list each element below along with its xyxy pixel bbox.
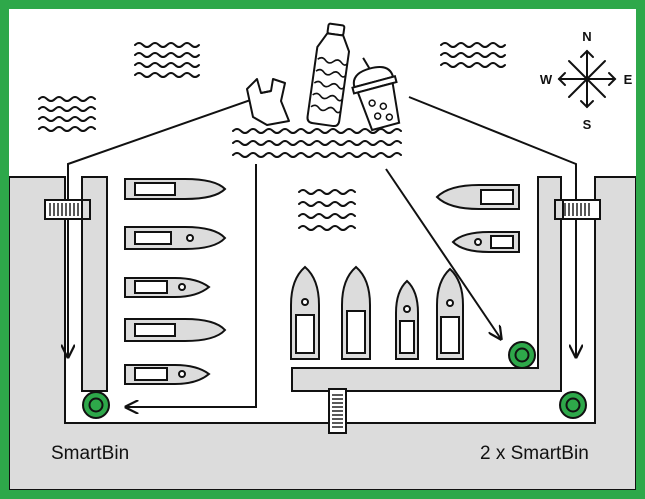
compass-south: S — [583, 117, 592, 132]
compass-west: W — [540, 72, 553, 87]
smartbin-icon — [82, 391, 110, 419]
boat-icon — [124, 226, 227, 250]
boat-icon — [290, 265, 320, 360]
compass-east: E — [624, 72, 633, 87]
grate-icon — [44, 199, 91, 220]
compass-icon — [557, 49, 617, 109]
smartbin-label-left: SmartBin — [51, 443, 130, 464]
flow-middle — [126, 164, 257, 407]
smartbin-label-right: 2 x SmartBin — [480, 443, 589, 464]
cup-icon — [351, 57, 401, 132]
smartbin-icon — [559, 391, 587, 419]
boat-icon — [341, 265, 371, 360]
boat-icon — [124, 277, 211, 298]
boat-icon — [451, 231, 520, 253]
land-area — [9, 176, 636, 490]
wave-icon — [38, 96, 96, 132]
wave-icon — [232, 128, 402, 158]
wave-icon — [134, 42, 200, 78]
flow-diagonal — [385, 168, 501, 339]
grate-icon — [328, 388, 347, 434]
flow-right — [408, 96, 576, 357]
plastic-bag-icon — [246, 78, 290, 126]
boat-icon — [436, 267, 464, 360]
right-jetty — [291, 176, 562, 392]
smartbin-icon — [508, 341, 536, 369]
plastic-bottle-icon — [306, 22, 351, 128]
wave-icon — [440, 42, 506, 68]
boat-icon — [124, 318, 227, 342]
harbor-diagram: N S W E — [9, 22, 636, 490]
compass-north: N — [582, 29, 591, 44]
flow-lines — [68, 96, 576, 407]
boat-icon — [435, 184, 520, 210]
grate-icon — [554, 199, 601, 220]
wave-icon — [298, 189, 356, 231]
flow-left — [68, 96, 260, 357]
boat-icon — [395, 279, 419, 360]
boat-icon — [124, 364, 211, 385]
boat-icon — [124, 178, 227, 200]
land-left — [9, 176, 636, 490]
